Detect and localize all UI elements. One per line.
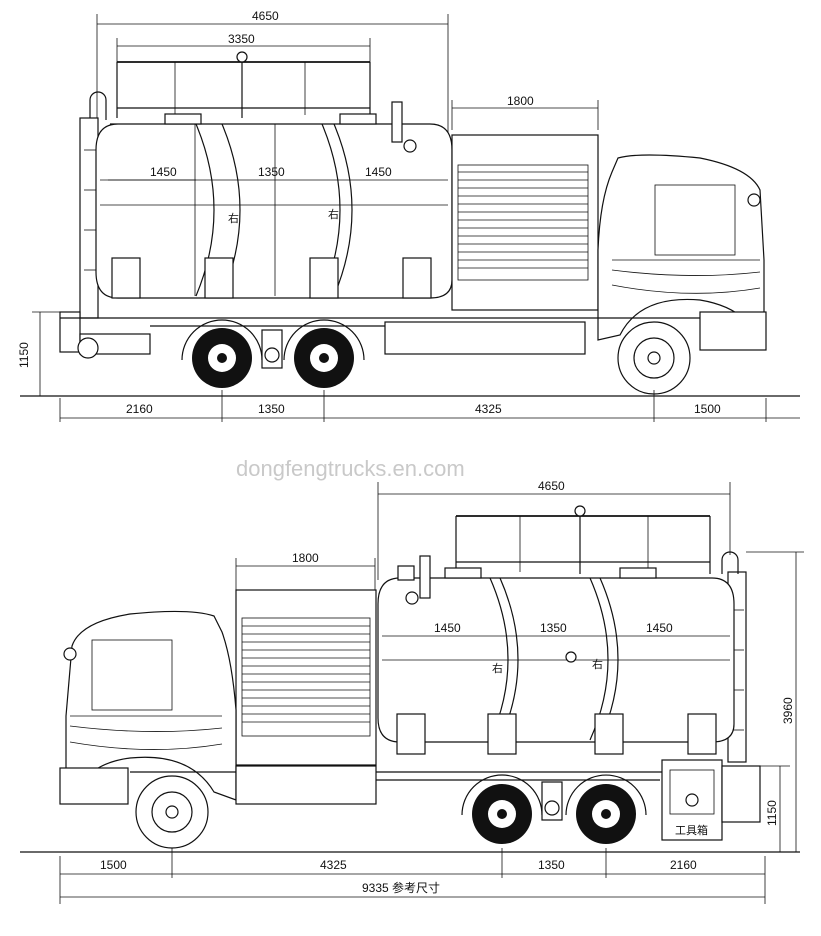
dim-wheelbase: 4325 xyxy=(475,402,502,416)
dim-seg2-b: 1350 xyxy=(540,621,567,635)
pump-unit xyxy=(261,329,283,369)
dim-cabinet-b: 1800 xyxy=(292,551,319,565)
dim-height-total: 3960 xyxy=(781,697,795,724)
front-axle xyxy=(617,321,691,395)
rear-axle-2 xyxy=(283,319,365,388)
front-valve xyxy=(391,101,417,153)
tank-body-b: 右 右 1450 1350 1450 xyxy=(377,567,735,755)
tank-mark-2: 右 xyxy=(328,207,339,221)
dim-height-frame: 1150 xyxy=(17,342,31,368)
dim-axle-spacing-b: 1350 xyxy=(538,858,565,872)
tank-mark-b1: 右 xyxy=(492,661,503,675)
dim-rear-overhang-b: 2160 xyxy=(670,858,697,872)
cab-b xyxy=(59,610,237,805)
rear-axle-1 xyxy=(181,319,263,388)
rear-axle-b1 xyxy=(461,774,543,844)
dim-cabinet: 1800 xyxy=(507,94,534,108)
dim-height-frame-b: 1150 xyxy=(765,800,779,826)
dim-seg3-b: 1450 xyxy=(646,621,673,635)
railing-b xyxy=(455,505,711,574)
dim-seg1: 1450 xyxy=(150,165,177,179)
equipment-cabinet-b xyxy=(235,589,377,766)
dim-front-overhang: 1500 xyxy=(694,402,721,416)
rear-axle-b2 xyxy=(565,774,647,844)
chassis-b xyxy=(130,765,760,805)
front-valve-b xyxy=(397,555,431,605)
pump-unit-b xyxy=(541,781,563,821)
tank-mark-b2: 右 xyxy=(592,657,603,671)
cab-top xyxy=(597,154,767,351)
dim-axle-spacing: 1350 xyxy=(258,402,285,416)
tank-mark-1: 右 xyxy=(228,211,239,225)
dim-total-length: 9335 参考尺寸 xyxy=(362,880,440,895)
top-view: 4650 3350 xyxy=(17,9,800,422)
dim-seg3: 1450 xyxy=(365,165,392,179)
dim-railing: 3350 xyxy=(228,32,255,46)
dim-front-overhang-b: 1500 xyxy=(100,858,127,872)
dim-overall-body-b: 4650 xyxy=(538,479,565,493)
watermark: dongfengtrucks.en.com xyxy=(236,456,465,481)
dim-seg1-b: 1450 xyxy=(434,621,461,635)
toolbox: 工具箱 xyxy=(661,759,761,841)
dim-wheelbase-b: 4325 xyxy=(320,858,347,872)
tank-body-top: 右 右 1450 1350 1450 xyxy=(95,113,453,299)
toolbox-label: 工具箱 xyxy=(675,823,708,837)
dim-rear-overhang: 2160 xyxy=(126,402,153,416)
front-axle-b xyxy=(135,775,209,849)
bottom-view: 4650 xyxy=(20,479,804,904)
top-railing xyxy=(116,51,371,118)
chassis-top xyxy=(59,311,700,359)
dim-seg2: 1350 xyxy=(258,165,285,179)
equipment-cabinet-top xyxy=(451,134,599,311)
dim-overall-body: 4650 xyxy=(252,9,279,23)
